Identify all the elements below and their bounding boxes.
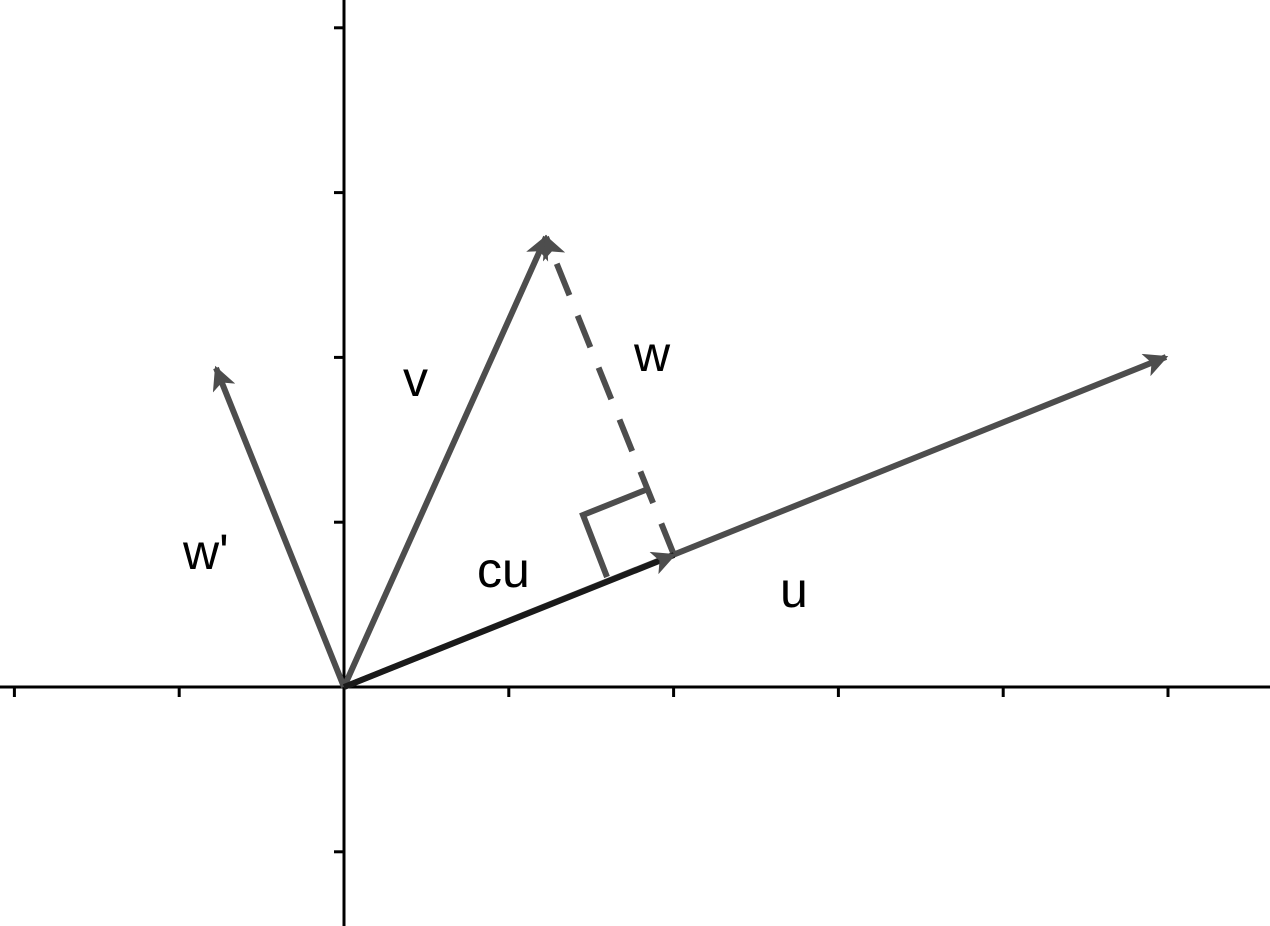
vector-w [542,234,677,557]
label-v: v [403,351,428,407]
label-cu: cu [477,542,530,598]
axis-ticks [12,26,1170,854]
vector-cu [342,551,677,690]
label-u: u [780,562,808,618]
label-w: w [633,326,671,382]
vector-w-prime [212,365,347,689]
vector-v [341,234,549,689]
label-w-prime: w' [182,524,229,580]
right-angle-marker [579,486,650,579]
